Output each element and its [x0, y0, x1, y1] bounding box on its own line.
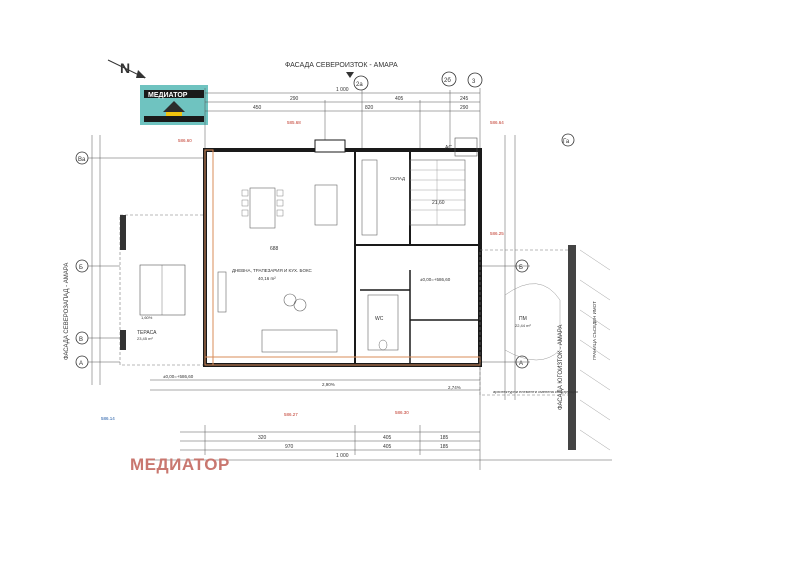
dim-bottom-total: 1 000	[336, 453, 349, 459]
dim-bottom-row1-1: 320	[258, 435, 267, 441]
dim-top-total: 1 000	[336, 87, 349, 93]
north-arrow-icon: N	[107, 59, 146, 79]
axis-left-1: Ва	[78, 157, 86, 163]
dim-top-row2-3: 245	[460, 96, 469, 102]
axis-top-2: 2б	[444, 78, 451, 84]
axis-bubbles-right: Га Б А	[515, 133, 575, 369]
neighbour-wall	[568, 245, 576, 450]
facade-far-right-label: ГРАНИЦА СЪСЕДЕН ИМОТ	[592, 301, 597, 360]
north-label: N	[120, 60, 130, 76]
ac-unit	[454, 137, 478, 157]
sofa-and-coffee-table	[217, 271, 338, 353]
staircase	[409, 159, 466, 226]
parking-label: ПМ	[519, 316, 527, 322]
axis-left-2: Б	[79, 265, 83, 271]
bottom-slab	[150, 379, 480, 391]
axis-right-1: Га	[563, 139, 570, 145]
axis-right-2: Б	[519, 265, 523, 271]
terrace: ТЕРАСА 23,45 m² 1,60%	[119, 214, 206, 366]
axis-bubbles-left: Ва Б В А	[75, 151, 89, 369]
elevation-tag: 586.25	[490, 231, 504, 236]
ac-label: AC	[445, 145, 452, 151]
living-room-area: 40,16 m²	[258, 276, 276, 281]
wc-label: WC	[375, 316, 384, 322]
toilet-icon	[378, 339, 388, 351]
axis-right-3: А	[519, 361, 523, 367]
axis-top-1: 2а	[356, 82, 363, 88]
wc-room	[367, 294, 399, 351]
axis-bubbles-top: 2а 2б 3	[353, 71, 483, 91]
dim-bottom-row2-3: 185	[440, 444, 449, 450]
neighbour-hatching	[579, 249, 611, 451]
living-room-label: ДНЕВНА, ТРАПЕЗАРИЯ И КУХ. БОКС	[232, 268, 313, 273]
kitchen-counter	[361, 159, 378, 236]
slope-1: 2,90%	[322, 382, 335, 387]
dim-bottom-row1-2: 405	[383, 435, 392, 441]
dining-table	[241, 184, 338, 229]
elevation-tag: 586.64	[490, 120, 504, 125]
dim-top-row3-1: 450	[253, 105, 262, 111]
storage-area: 21,60	[432, 200, 445, 206]
facade-right-label: ФАСАДА ЮГОИЗТОК - АМАРА	[558, 325, 564, 410]
mediator-logo: МЕДИАТОР	[140, 85, 208, 125]
facade-left-label: ФАСАДА СЕВЕРОЗАПАД - АМАРА	[64, 263, 70, 360]
storage-label: СКЛАД	[390, 176, 405, 181]
dim-living: 688	[270, 246, 279, 252]
dim-bottom-row1-3: 185	[440, 435, 449, 441]
right-dimension-lines	[480, 135, 530, 400]
elevation-tag: 586.14	[101, 416, 115, 421]
parking-area-value: 22,44 m²	[515, 323, 531, 328]
facade-top-label: ФАСАДА СЕВЕРОИЗТОК - АМАРА	[285, 62, 398, 69]
level-terrace: ±0,00=+586,60	[163, 374, 194, 379]
dim-top-row3-2: 820	[365, 105, 374, 111]
house-walls	[203, 139, 482, 367]
annotation-text: архитектурни елементи сменена конструкци…	[493, 389, 578, 394]
house-icon	[163, 101, 185, 112]
terrace-area: 23,45 m²	[137, 336, 153, 341]
dim-top-row2-1: 290	[290, 96, 299, 102]
dim-top-row2-2: 405	[395, 96, 404, 102]
level-main: ±0,00=+586,60	[420, 277, 451, 282]
left-dimension-lines	[88, 135, 205, 385]
elevation-tag: 586.30	[395, 410, 409, 415]
dim-top-row3-3: 290	[460, 105, 469, 111]
facade-marker-icon	[346, 72, 354, 78]
elevation-tag: 586.27	[284, 412, 298, 417]
terrace-slope: 1,60%	[141, 315, 153, 320]
elevation-tag: 585.68	[287, 120, 301, 125]
watermark-text: МЕДИАТОР	[130, 455, 230, 474]
axis-left-3: В	[79, 337, 83, 343]
axis-left-4: А	[79, 361, 83, 367]
terrace-label: ТЕРАСА	[137, 330, 157, 336]
bottom-dimension-lines	[150, 425, 612, 461]
slope-2: 2,74%	[448, 385, 461, 390]
axis-top-3: 3	[472, 79, 476, 85]
logo-name: МЕДИАТОР	[148, 92, 188, 99]
dim-bottom-row2-2: 405	[383, 444, 392, 450]
elevation-tag: 586.60	[178, 138, 192, 143]
dim-bottom-row2-1: 970	[285, 444, 294, 450]
